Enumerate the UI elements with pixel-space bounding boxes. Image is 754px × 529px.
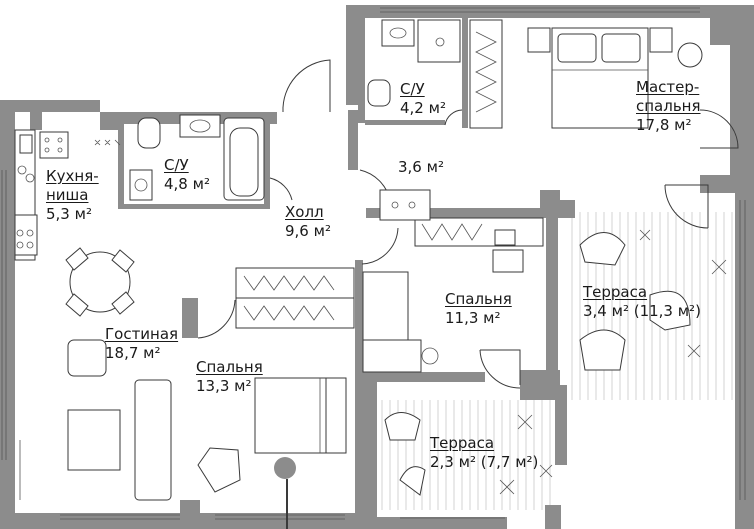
hall-area: 9,6 м² [285,222,331,240]
bath-top-area: 4,2 м² [400,99,446,117]
living-area: 18,7 м² [105,344,161,362]
room-label-hall: Холл 9,6 м² [285,203,331,241]
bedroom-left-furniture [197,377,347,529]
room-label-living: Гостиная 18,7 м² [105,325,178,363]
kitchen-furniture [14,129,121,261]
bedroom-mid-furniture [362,229,524,373]
bedroom-left-name: Спальня [196,358,263,376]
bath-left-name: С/У [164,156,189,174]
room-label-corridor: 3,6 м² [398,158,444,177]
hall-name: Холл [285,203,324,221]
master-name-line1: Мастер- [636,78,700,96]
kitchen-name-line1: Кухня- [46,167,99,185]
bath-top-fixtures [367,19,461,107]
kitchen-name-line2: ниша [46,186,89,204]
terrace-furniture [384,229,727,496]
living-name: Гостиная [105,325,179,343]
room-label-terrace-right: Терраса 3,4 м² (11,3 м²) [583,283,701,321]
terrace-right-area: 3,4 м² (11,3 м²) [583,302,701,320]
terrace-bottom-name: Терраса [430,434,495,452]
terrace-right-name: Терраса [583,283,648,301]
bedroom-mid-area: 11,3 м² [445,309,501,327]
windows [1,7,746,520]
room-label-kitchen: Кухня- ниша 5,3 м² [46,167,99,224]
room-label-bedroom-mid: Спальня 11,3 м² [445,290,512,328]
corridor-area: 3,6 м² [398,158,444,176]
bath-left-fixtures [129,114,265,201]
bedroom-left-area: 13,3 м² [196,377,252,395]
room-label-bath-top: С/У 4,2 м² [400,80,446,118]
master-name-line2: спальня [636,97,701,115]
room-label-terrace-bottom: Терраса 2,3 м² (7,7 м²) [430,434,538,472]
walls [0,5,754,529]
master-area: 17,8 м² [636,116,692,134]
terrace-bottom-area: 2,3 м² (7,7 м²) [430,453,539,471]
kitchen-area: 5,3 м² [46,205,92,223]
bath-top-name: С/У [400,80,425,98]
bath-left-area: 4,8 м² [164,175,210,193]
room-label-master: Мастер- спальня 17,8 м² [636,78,701,135]
bedroom-mid-name: Спальня [445,290,512,308]
terrace-bottom-decking [381,400,551,510]
room-label-bedroom-left: Спальня 13,3 м² [196,358,263,396]
room-label-bath-left: С/У 4,8 м² [164,156,210,194]
wardrobes [235,19,544,329]
living-furniture [19,247,172,501]
master-furniture [527,27,703,129]
